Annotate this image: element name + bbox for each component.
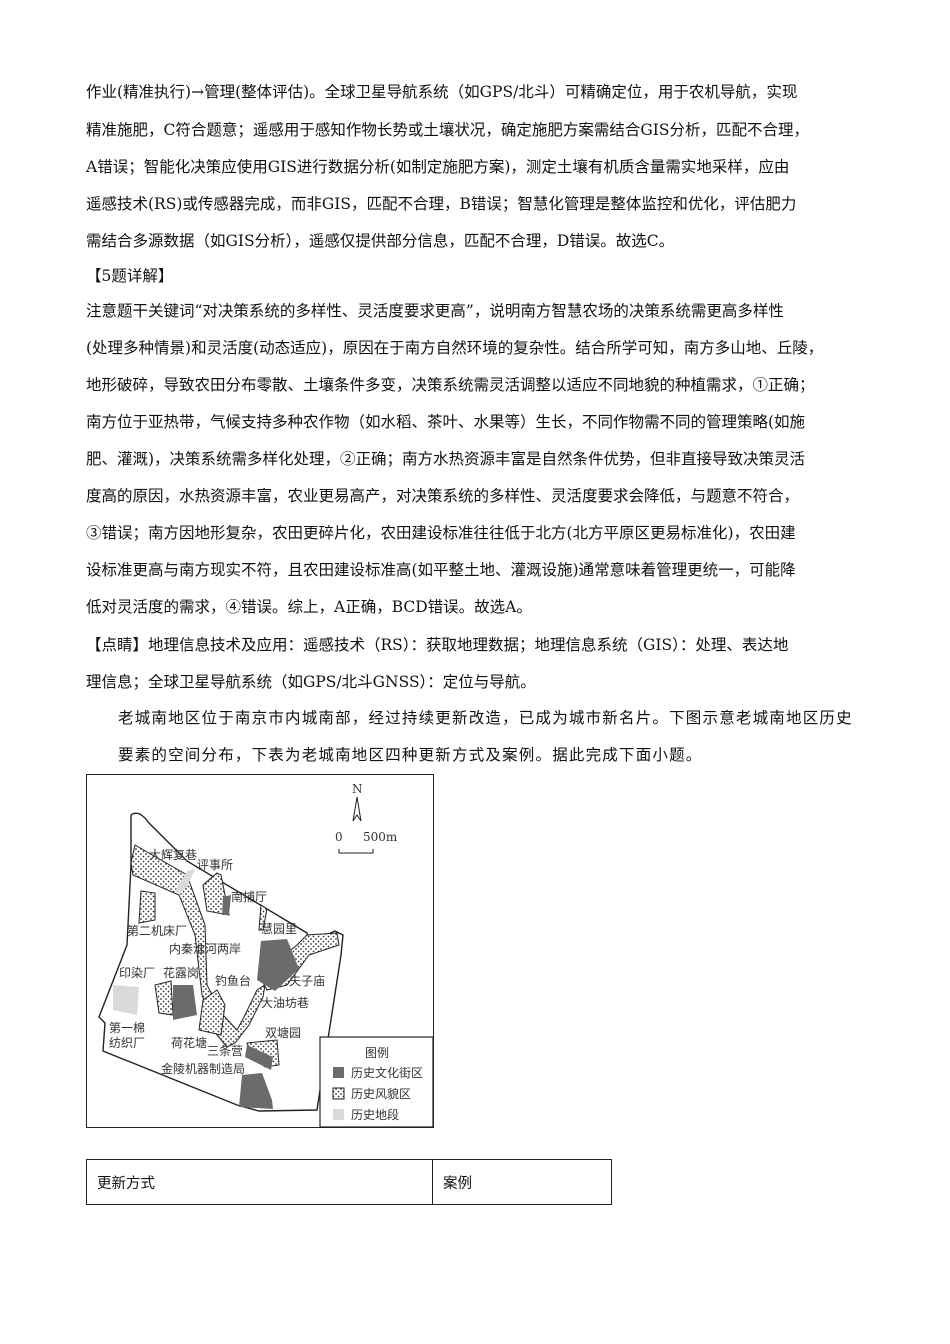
legend-item: 历史风貌区: [351, 1086, 411, 1101]
section-area: [113, 985, 139, 1015]
scale-zero: 0: [335, 830, 343, 844]
district-area: [239, 1073, 273, 1109]
map-place-label: 印染厂: [119, 965, 155, 980]
map-place-label: 花露岗: [163, 965, 199, 980]
text-line: 注意题干关键词“对决策系统的多样性、灵活度要求更高”，说明南方智慧农场的决策系统…: [86, 302, 784, 320]
map-place-label: 钓鱼台: [215, 973, 251, 988]
section-area: [175, 869, 195, 893]
map-place-label: 内秦淮河两岸: [169, 942, 241, 956]
text-line: 遥感技术(RS)或传感器完成，而非GIS，匹配不合理，B错误；智慧化管理是整体监…: [86, 195, 797, 213]
text-line: A错误；智能化决策应使用GIS进行数据分析(如制定施肥方案)，测定土壤有机质含量…: [86, 158, 790, 176]
text-line: 理信息；全球卫星导航系统（如GPS/北斗GNSS）：定位与导航。: [86, 673, 536, 691]
legend-swatch-section: [333, 1109, 344, 1120]
scenic-area: [258, 904, 268, 931]
header-case: 案例: [432, 1159, 612, 1205]
river-corridor: [130, 844, 266, 1048]
legend-box: [319, 1036, 433, 1127]
scenic-area: [138, 890, 156, 924]
map-place-label: 南捕厅: [231, 889, 267, 904]
text-line: ③错误；南方因地形复杂，农田更碎片化，农田建设标准往往低于北方(北方平原区更易标…: [86, 524, 796, 542]
header-method: 更新方式: [86, 1159, 433, 1205]
map-place-label: 第一棉: [109, 1021, 145, 1035]
legend-item: 历史文化街区: [351, 1065, 423, 1080]
district-area: [245, 1045, 273, 1070]
map-place-label: 慧园里: [261, 921, 297, 936]
legend-swatch-scenic: [332, 1087, 345, 1100]
table-header-row: 更新方式 案例: [86, 1159, 612, 1205]
text-line: 度高的原因，水热资源丰富，农业更易高产，对决策系统的多样性、灵活度要求会降低，与…: [86, 487, 800, 505]
scenic-area: [202, 872, 230, 916]
map-place-label: 第二机床厂: [127, 924, 187, 938]
text-line: 精准施肥，C符合题意；遥感用于感知作物长势或土壤状况，确定施肥方案需结合GIS分…: [86, 121, 809, 139]
text-line: 要素的空间分布，下表为老城南地区四种更新方式及案例。据此完成下面小题。: [118, 746, 703, 764]
legend-item: 历史地段: [351, 1107, 399, 1122]
text-line: (处理多种情景)和灵活度(动态适应)，原因在于南方自然环境的复杂性。结合所学可知…: [86, 339, 824, 357]
scenic-area: [198, 989, 226, 1036]
district-area: [222, 895, 231, 915]
map-place-label: 大油坊巷: [261, 995, 309, 1010]
text-line: 南方位于亚热带，气候支持多种农作物（如水稻、茶叶、水果等）生长，不同作物需不同的…: [86, 413, 806, 431]
map-place-label: 评事所: [197, 858, 233, 872]
map-place-label: 大辉复巷: [149, 848, 197, 862]
text-line: 作业(精准执行)→管理(整体评估)。全球卫星导航系统（如GPS/北斗）可精确定位…: [86, 83, 798, 101]
north-arrow-icon: [352, 796, 362, 822]
text-line: 肥、灌溉)，决策系统需多样化处理，②正确；南方水热资源丰富是自然条件优势，但非直…: [86, 450, 806, 468]
map-svg: N 0 500m 大辉复巷评事所南捕厅第二机床厂 慧园里内秦淮河两岸印染厂花露岗钓…: [98, 782, 433, 1127]
district-area: [257, 939, 299, 991]
text-line: 老城南地区位于南京市内城南部，经过持续更新改造，已成为城市新名片。下图示意老城南…: [118, 709, 853, 727]
map-figure: N 0 500m 大辉复巷评事所南捕厅第二机床厂 慧园里内秦淮河两岸印染厂花露岗钓…: [86, 774, 434, 1128]
text-line: 低对灵活度的需求，④错误。综上，A正确，BCD错误。故选A。: [86, 598, 532, 616]
map-place-label: 夫子庙: [289, 974, 325, 988]
north-label: N: [352, 782, 363, 796]
scale-bar: [338, 849, 374, 854]
map-place-label: 三条营: [207, 1044, 243, 1058]
legend-title: 图例: [365, 1046, 389, 1060]
update-methods-table: 更新方式 案例: [86, 1159, 612, 1205]
scale-distance: 500m: [363, 830, 398, 844]
map-place-label: 双塘园: [265, 1025, 301, 1040]
text-line: 需结合多源数据（如GIS分析），遥感仅提供部分信息，匹配不合理，D错误。故选C。: [86, 232, 675, 250]
legend-swatch-district: [333, 1067, 344, 1078]
text-line: 地形破碎，导致农田分布零散、土壤条件多变，决策系统需灵活调整以适应不同地貌的种植…: [86, 376, 815, 394]
map-place-label: 金陵机器制造局: [161, 1061, 245, 1076]
map-place-label: 纺织厂: [109, 1036, 145, 1050]
text-line: 设标准更高与南方现实不符，且农田建设标准高(如平整土地、灌溉设施)通常意味着管理…: [86, 561, 796, 579]
map-place-label: 荷花塘: [171, 1035, 207, 1050]
district-area: [173, 985, 197, 1020]
text-line: 【5题详解】: [86, 267, 174, 285]
text-line: 【点睛】地理信息技术及应用：遥感技术（RS）：获取地理数据；地理信息系统（GIS…: [86, 636, 789, 654]
